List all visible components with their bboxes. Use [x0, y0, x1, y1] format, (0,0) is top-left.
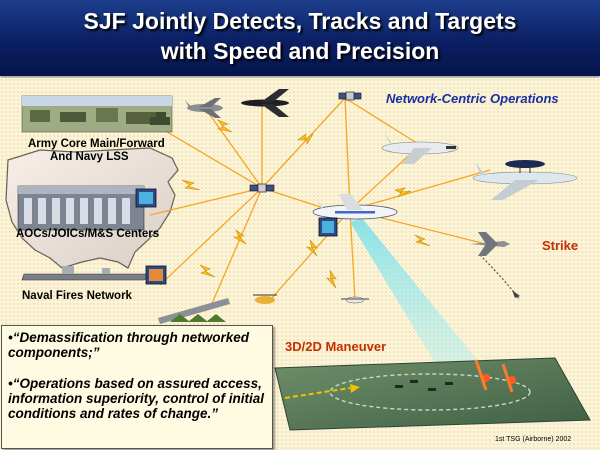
link-line	[344, 97, 421, 146]
monitor-screen-icon	[135, 188, 338, 285]
aircraft-icon	[241, 89, 289, 117]
link-line	[209, 187, 263, 309]
network-centric-label: Network-Centric Operations	[386, 91, 559, 106]
building-icon	[17, 185, 145, 231]
maneuver-arrow-icon	[284, 384, 360, 399]
jstars-icon	[312, 194, 398, 220]
network-links	[129, 97, 491, 309]
satellite-icon	[249, 183, 275, 193]
link-line	[261, 97, 346, 189]
quote-operations: •“Operations based on assured access, in…	[8, 376, 265, 421]
slide-title-line1: SJF Jointly Detects, Tracks and Targets	[83, 8, 517, 34]
helicopter-icon	[253, 294, 277, 304]
link-line	[149, 187, 263, 216]
strike-explosion-icon	[474, 359, 516, 393]
link-line	[344, 97, 351, 211]
link-line	[269, 209, 351, 301]
fighter-jet-icon	[470, 232, 510, 256]
aircraft-icon	[381, 132, 459, 164]
link-line	[204, 107, 263, 189]
tank-icon	[150, 112, 170, 125]
maneuver-label: 3D/2D Maneuver	[285, 339, 387, 354]
army-camp-photo	[21, 95, 173, 133]
lightning-bolt-icon	[181, 119, 431, 289]
link-line	[349, 209, 356, 301]
maneuver-terrain	[274, 357, 591, 431]
credit-text: 1st TSG (Airborne) 2002	[495, 436, 572, 443]
tank-row-icon	[158, 298, 230, 324]
naval-fires-label: Naval Fires Network	[22, 290, 132, 302]
ship-icon	[21, 266, 153, 281]
uav-icon	[341, 296, 369, 304]
strike-label: Strike	[542, 238, 579, 253]
target-area-ellipse	[329, 373, 531, 411]
aoc-label: AOCs/JOICs/M&S Centers	[16, 228, 160, 240]
quote-box: •“Demassification through networked comp…	[1, 325, 273, 449]
link-line	[349, 169, 491, 211]
satellite-icon	[338, 91, 362, 101]
ground-vehicles	[395, 380, 453, 391]
army-label-line2: And Navy LSS	[50, 151, 129, 163]
title-bar: SJF Jointly Detects, Tracks and Targets …	[0, 0, 600, 76]
army-label-line1: Army Core Main/Forward	[28, 138, 165, 150]
awacs-icon	[472, 160, 578, 200]
aircraft-icon	[185, 98, 223, 118]
quote-demassification: •“Demassification through networked comp…	[8, 330, 250, 360]
radar-beam-icon	[350, 218, 500, 396]
slide-title-line2: with Speed and Precision	[160, 38, 440, 64]
missile-icon	[479, 254, 521, 301]
link-line	[159, 187, 263, 286]
